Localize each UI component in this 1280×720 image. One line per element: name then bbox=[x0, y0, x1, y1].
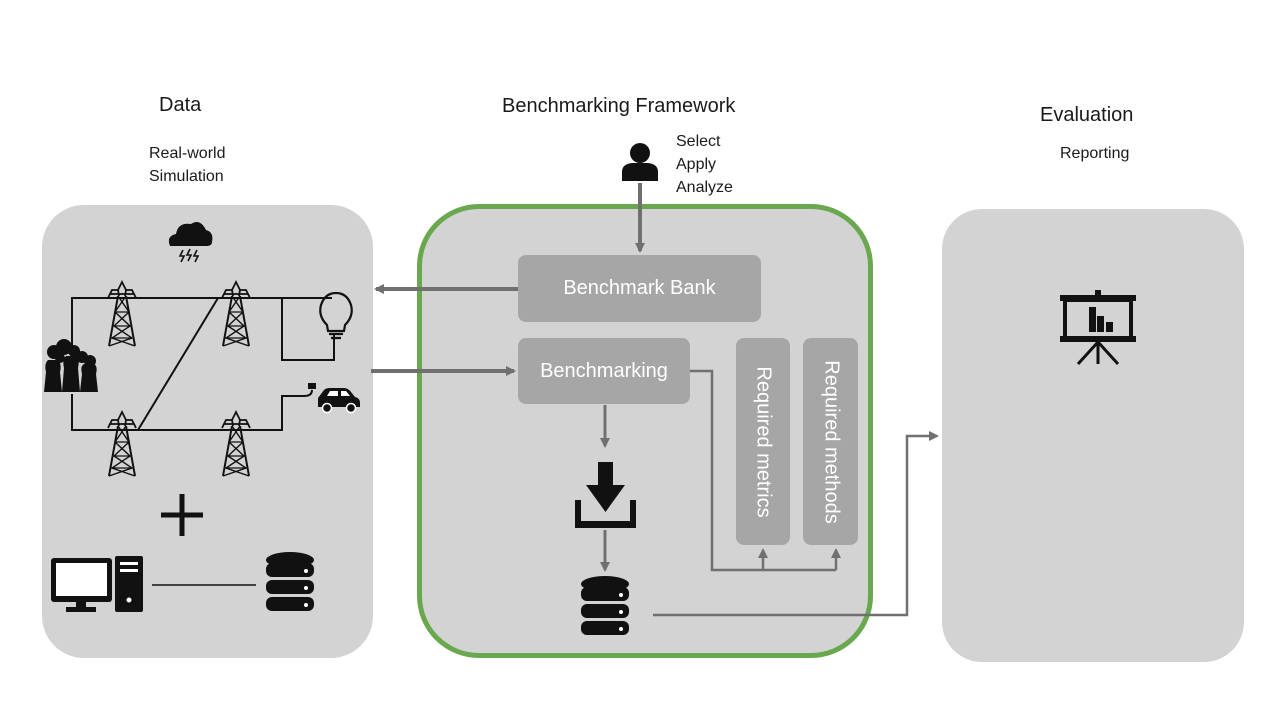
evaluation-subtitle: Reporting bbox=[1060, 145, 1130, 162]
database-to-evaluation-arrow bbox=[653, 431, 939, 617]
database-icon bbox=[581, 576, 629, 635]
computer-icon bbox=[51, 556, 143, 612]
plus-icon bbox=[161, 494, 203, 536]
data-title: Data bbox=[159, 94, 202, 116]
transmission-tower-icon bbox=[107, 411, 137, 477]
user-icon bbox=[622, 143, 658, 181]
transmission-tower-icon bbox=[221, 411, 251, 477]
database-icon bbox=[266, 552, 314, 611]
required-metrics-box: Required metrics bbox=[736, 338, 790, 545]
power-grid bbox=[71, 297, 335, 431]
evaluation-title: Evaluation bbox=[1040, 104, 1134, 126]
required-connector bbox=[690, 369, 836, 572]
download-icon bbox=[575, 462, 636, 528]
benchmarking-box: Benchmarking bbox=[518, 338, 690, 404]
storm-cloud-icon bbox=[168, 222, 213, 263]
transmission-tower-icon bbox=[107, 281, 137, 347]
data-subtitle: Real-world Simulation bbox=[149, 145, 226, 185]
presentation-chart-icon bbox=[1060, 290, 1136, 366]
power-plant-icon bbox=[44, 339, 98, 392]
light-bulb-icon bbox=[319, 291, 353, 340]
benchmark-bank-box: Benchmark Bank bbox=[518, 255, 761, 322]
evaluation-panel bbox=[942, 209, 1244, 662]
electric-car-icon bbox=[303, 383, 360, 414]
required-methods-box: Required methods bbox=[803, 338, 858, 545]
user-actions: Select Apply Analyze bbox=[676, 133, 733, 196]
transmission-tower-icon bbox=[221, 281, 251, 347]
framework-title: Benchmarking Framework bbox=[502, 95, 736, 117]
